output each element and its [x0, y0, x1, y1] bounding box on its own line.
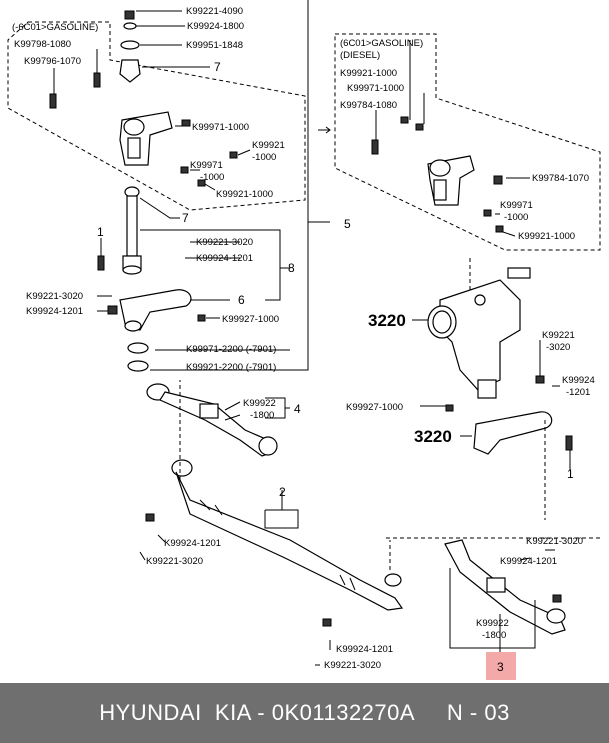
label-k99924-1201-a: K99924-1201	[196, 253, 253, 264]
label-k99921-1000-left: K99921-1000	[216, 189, 273, 200]
label-k99951-1848: K99951-1848	[186, 40, 243, 51]
label-k99922-b: K99922	[476, 618, 509, 629]
center-link	[145, 459, 404, 627]
label-k99921-1000-r1: K99921-1000	[340, 68, 397, 79]
label-k99784-1070: K99784-1070	[532, 173, 589, 184]
label-k99921: K99921	[252, 140, 285, 151]
bushing-top	[120, 40, 140, 50]
group-box-left	[7, 21, 306, 211]
footer-bar: HYUNDAI KIA - 0K01132270A N - 03	[0, 683, 609, 743]
label-k99924-1201-c: K99924-1201	[164, 538, 221, 549]
label-k99924-1201-d: K99924-1201	[500, 556, 557, 567]
nut-top	[124, 10, 135, 20]
label-k99971-suffix: -1000	[200, 172, 224, 183]
label-gasoline-post: (6C01>GASOLINE)	[340, 38, 423, 49]
label-k99221-r: K99221	[542, 330, 575, 341]
label-k99221-3020-a: K99221-3020	[196, 237, 253, 248]
label-4: 4	[294, 402, 301, 416]
label-k99971-r: K99971	[500, 200, 533, 211]
label-k99927-1000-left: K99927-1000	[222, 314, 279, 325]
label-diesel: (DIESEL)	[340, 50, 380, 61]
label-7-top: 7	[214, 60, 221, 74]
label-8: 8	[288, 261, 295, 275]
pitman-arm	[473, 411, 553, 455]
label-k99924-1201-b: K99924-1201	[26, 306, 83, 317]
label-k99971-2200: K99971-2200 (-7901)	[186, 344, 276, 355]
label-k99921-1000-r2: K99921-1000	[518, 231, 575, 242]
highlight-3	[486, 652, 516, 680]
label-2: 2	[279, 485, 286, 499]
label-1-right: 1	[567, 467, 574, 481]
idler-arm	[119, 289, 192, 331]
label-k99221-3020-c: K99221-3020	[146, 556, 203, 567]
label-k99971-1000-r: K99971-1000	[347, 83, 404, 94]
label-k99971-r-suffix: -1000	[504, 212, 528, 223]
top-nut-stack	[119, 10, 141, 83]
idler-bracket-left	[49, 72, 238, 187]
bushing-2200a	[127, 342, 149, 354]
footer-part-number: HYUNDAI KIA - 0K01132270A N - 03	[99, 700, 510, 725]
label-k99971-1000: K99971-1000	[192, 122, 249, 133]
bolt-right-1	[565, 435, 573, 451]
label-k99924-1201-e: K99924-1201	[336, 644, 393, 655]
nut-idler	[107, 305, 118, 315]
label-k99221-r-suffix: -3020	[546, 342, 570, 353]
idler-shaft	[97, 186, 142, 275]
nut-k99927-right	[445, 404, 454, 412]
label-k99784-1080: K99784-1080	[340, 100, 397, 111]
washer-idler	[124, 320, 142, 332]
label-k99922-b-suffix: -1800	[482, 630, 506, 641]
label-k99796-1070: K99796-1070	[24, 56, 81, 67]
label-k99924-r-suffix: -1201	[566, 387, 590, 398]
diagram-svg: K99221-4090 K99924-1800 K99951-1848 7 (-…	[7, 0, 601, 680]
label-k99922-a: K99922	[243, 398, 276, 409]
bushing-2200b	[127, 360, 149, 372]
label-k99798-1080: K99798-1080	[14, 39, 71, 50]
label-k99221-3020-b: K99221-3020	[26, 291, 83, 302]
label-k99221-3020-e: K99221-3020	[324, 660, 381, 671]
steering-gear-box	[427, 267, 531, 399]
label-3220-gear: 3220	[368, 311, 406, 330]
steering-linkage-diagram: K99221-4090 K99924-1800 K99951-1848 7 (-…	[7, 0, 601, 680]
label-k99924-r: K99924	[562, 375, 595, 386]
label-k99924-1800: K99924-1800	[187, 21, 244, 32]
label-k99221-3020-d: K99221-3020	[526, 536, 583, 547]
label-6: 6	[238, 293, 245, 307]
leader-lines	[53, 0, 600, 666]
label-k99922-a-suffix: -1800	[250, 410, 274, 421]
label-1-left: 1	[97, 225, 104, 239]
label-3220-pitman: 3220	[414, 427, 452, 446]
tie-rod-end-upper	[146, 383, 278, 457]
label-k99921-suffix: -1000	[252, 152, 276, 163]
nut-k99924-right	[535, 375, 545, 384]
washer-top	[123, 22, 137, 30]
bushing-7	[119, 59, 141, 83]
label-k99221-4090: K99221-4090	[186, 6, 243, 17]
label-7-mid: 7	[182, 211, 189, 225]
label-3: 3	[497, 660, 504, 674]
group-box-right	[334, 33, 601, 251]
label-k99927-1000-right: K99927-1000	[346, 402, 403, 413]
label-k99971: K99971	[190, 160, 223, 171]
label-gasoline-pre: (-6C01>GASOLINE)	[12, 22, 98, 33]
idler-bracket-right	[371, 116, 504, 233]
nut-k99927-left	[197, 314, 206, 322]
label-k99921-2200: K99921-2200 (-7901)	[186, 362, 276, 373]
label-5: 5	[344, 217, 351, 231]
